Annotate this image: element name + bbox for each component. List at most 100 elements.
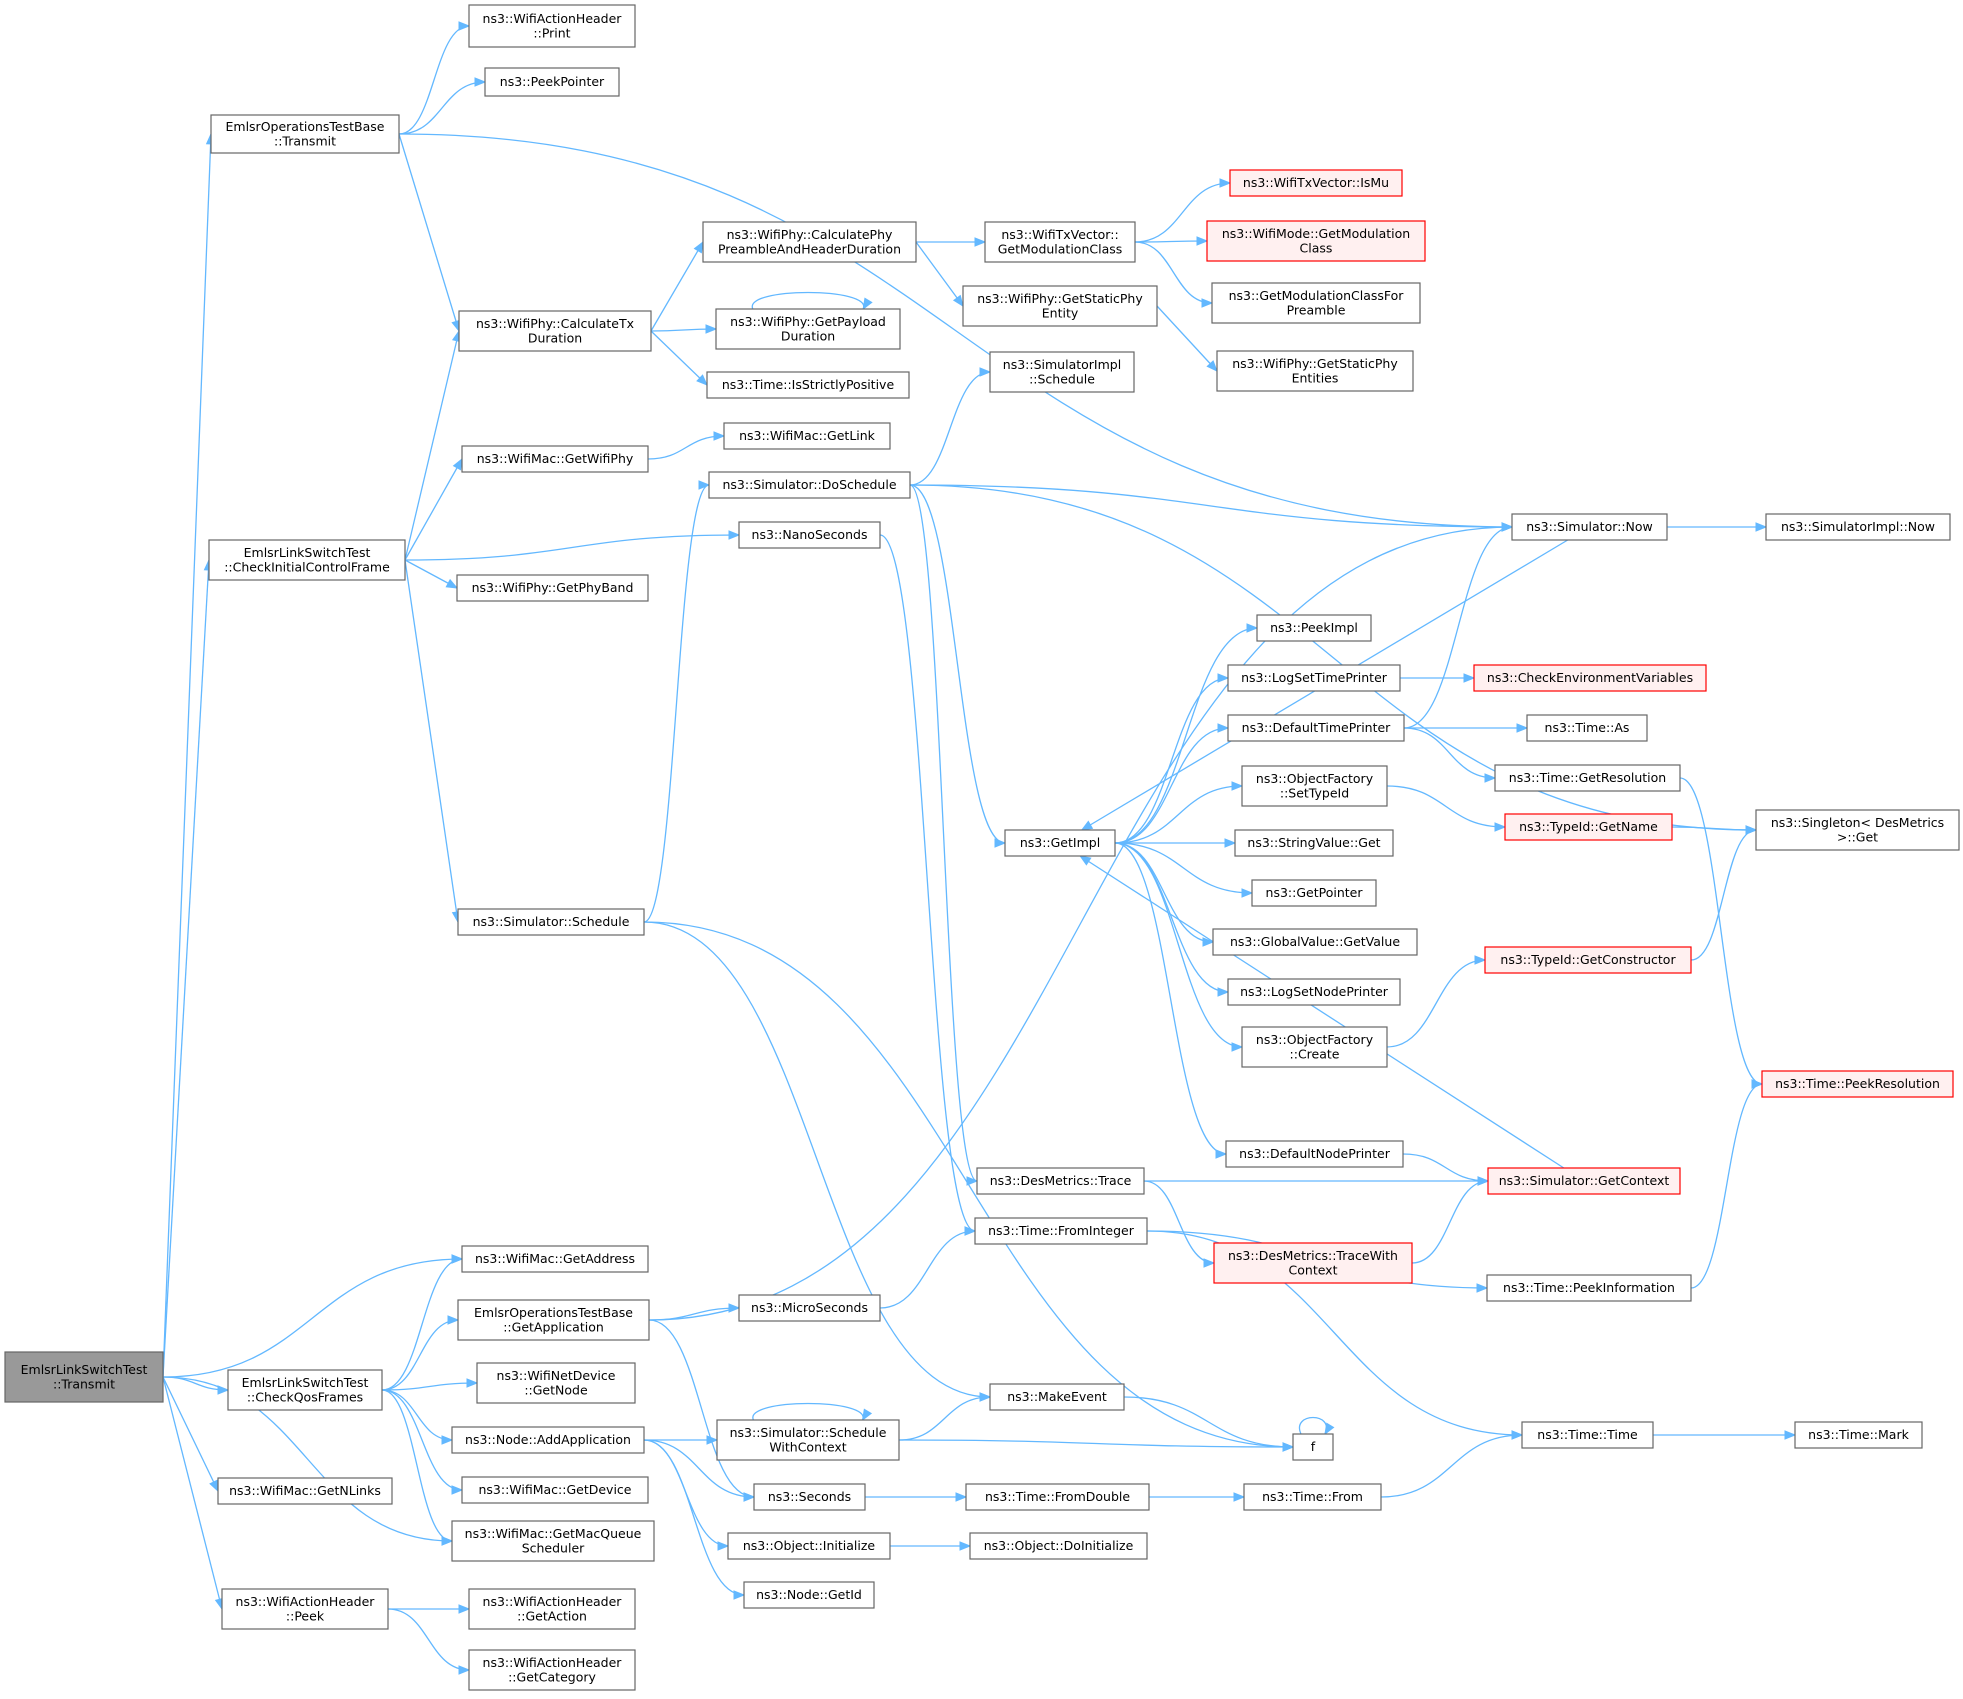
node-object-initialize[interactable]: ns3::Object::Initialize bbox=[727, 1532, 891, 1560]
node-root[interactable]: EmlsrLinkSwitchTest::Transmit bbox=[4, 1351, 164, 1403]
node-box bbox=[976, 1167, 1145, 1195]
node-sim-doschedule[interactable]: ns3::Simulator::DoSchedule bbox=[708, 471, 911, 499]
node-label-line: ns3::Simulator::Now bbox=[1526, 519, 1653, 534]
node-label-line: ns3::Time::PeekResolution bbox=[1775, 1076, 1940, 1091]
edge-arrowhead bbox=[1745, 825, 1758, 835]
edge-arrowhead bbox=[1501, 522, 1514, 532]
node-netdevice-getnode[interactable]: ns3::WifiNetDevice::GetNode bbox=[476, 1362, 636, 1404]
node-time-mark[interactable]: ns3::Time::Mark bbox=[1794, 1421, 1923, 1449]
node-sim-now[interactable]: ns3::Simulator::Now bbox=[1511, 513, 1668, 541]
node-typeid-getname[interactable]: ns3::TypeId::GetName bbox=[1504, 813, 1673, 841]
node-peekimpl[interactable]: ns3::PeekImpl bbox=[1256, 614, 1372, 642]
node-mac-getlink[interactable]: ns3::WifiMac::GetLink bbox=[723, 422, 891, 450]
node-time-as[interactable]: ns3::Time::As bbox=[1526, 714, 1648, 742]
node-check-env[interactable]: ns3::CheckEnvironmentVariables bbox=[1473, 664, 1707, 692]
node-box bbox=[1494, 764, 1681, 792]
node-getpointer[interactable]: ns3::GetPointer bbox=[1251, 879, 1377, 907]
node-desmetrics-trace[interactable]: ns3::DesMetrics::Trace bbox=[976, 1167, 1145, 1195]
node-stringvalue-get[interactable]: ns3::StringValue::Get bbox=[1234, 829, 1394, 857]
node-label-line: ns3::Seconds bbox=[768, 1489, 851, 1504]
node-typeid-getconstructor[interactable]: ns3::TypeId::GetConstructor bbox=[1484, 946, 1692, 974]
node-peekpointer[interactable]: ns3::PeekPointer bbox=[484, 67, 620, 97]
node-sim-getcontext[interactable]: ns3::Simulator::GetContext bbox=[1487, 1167, 1681, 1195]
node-check-qos[interactable]: EmlsrLinkSwitchTest::CheckQosFrames bbox=[227, 1369, 383, 1411]
node-box bbox=[984, 221, 1136, 263]
node-txv-getmodclass[interactable]: ns3::WifiTxVector::GetModulationClass bbox=[984, 221, 1136, 263]
node-default-node-printer[interactable]: ns3::DefaultNodePrinter bbox=[1225, 1140, 1404, 1168]
edge-arrowhead bbox=[1231, 1042, 1244, 1052]
node-label-line: EmlsrOperationsTestBase bbox=[474, 1305, 633, 1320]
node-time-fromdouble[interactable]: ns3::Time::FromDouble bbox=[965, 1483, 1150, 1511]
edge-sim_schedule-to-f bbox=[643, 921, 1295, 1452]
node-object-doinitialize[interactable]: ns3::Object::DoInitialize bbox=[969, 1532, 1148, 1560]
node-default-time-printer[interactable]: ns3::DefaultTimePrinter bbox=[1227, 714, 1405, 742]
node-wah-peek[interactable]: ns3::WifiActionHeader::Peek bbox=[221, 1588, 389, 1630]
node-makeevent[interactable]: ns3::MakeEvent bbox=[989, 1383, 1125, 1411]
node-label-line: ::Transmit bbox=[274, 133, 336, 148]
node-wah-print[interactable]: ns3::WifiActionHeader::Print bbox=[468, 4, 636, 48]
node-mac-getnlinks[interactable]: ns3::WifiMac::GetNLinks bbox=[217, 1477, 393, 1505]
node-singleton-get[interactable]: ns3::Singleton< DesMetrics>::Get bbox=[1755, 809, 1960, 851]
node-of-create[interactable]: ns3::ObjectFactory::Create bbox=[1241, 1026, 1388, 1068]
edge-line bbox=[381, 1319, 459, 1391]
node-time-peekresolution[interactable]: ns3::Time::PeekResolution bbox=[1761, 1070, 1954, 1098]
node-globalvalue-getvalue[interactable]: ns3::GlobalValue::GetValue bbox=[1212, 928, 1418, 956]
node-microseconds[interactable]: ns3::MicroSeconds bbox=[738, 1294, 881, 1322]
node-mode-getmodclass[interactable]: ns3::WifiMode::GetModulationClass bbox=[1206, 220, 1426, 262]
node-eotb-getapplication[interactable]: EmlsrOperationsTestBase::GetApplication bbox=[457, 1299, 650, 1341]
node-simimpl-now[interactable]: ns3::SimulatorImpl::Now bbox=[1765, 513, 1951, 541]
node-eotb-transmit[interactable]: EmlsrOperationsTestBase::Transmit bbox=[210, 114, 400, 154]
edge-line bbox=[162, 1376, 453, 1542]
node-node-addapplication[interactable]: ns3::Node::AddApplication bbox=[451, 1426, 645, 1454]
node-mac-getwifiphy[interactable]: ns3::WifiMac::GetWifiPhy bbox=[461, 445, 649, 473]
node-node-getid[interactable]: ns3::Node::GetId bbox=[743, 1581, 875, 1609]
node-txv-ismu[interactable]: ns3::WifiTxVector::IsMu bbox=[1229, 169, 1403, 197]
node-f[interactable]: f bbox=[1292, 1433, 1334, 1461]
node-label-line: ns3::MicroSeconds bbox=[751, 1300, 868, 1315]
edge-line bbox=[381, 1382, 478, 1391]
node-logsetnodeprinter[interactable]: ns3::LogSetNodePrinter bbox=[1227, 978, 1401, 1006]
node-getphyband[interactable]: ns3::WifiPhy::GetPhyBand bbox=[456, 574, 649, 602]
node-logsettimeprinter[interactable]: ns3::LogSetTimePrinter bbox=[1227, 664, 1401, 692]
node-wah-getaction[interactable]: ns3::WifiActionHeader::GetAction bbox=[468, 1588, 636, 1630]
node-wah-getcategory[interactable]: ns3::WifiActionHeader::GetCategory bbox=[468, 1649, 636, 1691]
node-time-peekinformation[interactable]: ns3::Time::PeekInformation bbox=[1486, 1274, 1692, 1302]
edge-eotb_transmit-to-wah_print bbox=[398, 21, 471, 135]
node-calc-preamble[interactable]: ns3::WifiPhy::CalculatePhyPreambleAndHea… bbox=[702, 221, 917, 263]
node-is-strictly-positive[interactable]: ns3::Time::IsStrictlyPositive bbox=[706, 371, 910, 399]
edge-seconds-to-time_fromdouble bbox=[865, 1492, 968, 1502]
node-seconds[interactable]: ns3::Seconds bbox=[753, 1483, 866, 1511]
node-box bbox=[1484, 946, 1692, 974]
node-time-time[interactable]: ns3::Time::Time bbox=[1521, 1421, 1654, 1449]
edge-arrowhead bbox=[705, 324, 718, 334]
node-box bbox=[468, 1649, 636, 1691]
node-check-initial[interactable]: EmlsrLinkSwitchTest::CheckInitialControl… bbox=[208, 539, 406, 581]
edge-line bbox=[1679, 777, 1763, 1085]
edge-line bbox=[1146, 1230, 1523, 1436]
edge-line bbox=[381, 1389, 453, 1441]
node-simimpl-schedule[interactable]: ns3::SimulatorImpl::Schedule bbox=[989, 351, 1135, 393]
node-time-getresolution[interactable]: ns3::Time::GetResolution bbox=[1494, 764, 1681, 792]
node-label-line: ns3::LogSetTimePrinter bbox=[1241, 670, 1388, 685]
edge-logsettimeprinter-to-check_env bbox=[1400, 673, 1476, 683]
node-box bbox=[738, 1294, 881, 1322]
node-mac-getaddress[interactable]: ns3::WifiMac::GetAddress bbox=[461, 1245, 649, 1273]
node-time-frominteger[interactable]: ns3::Time::FromInteger bbox=[974, 1217, 1148, 1245]
node-mac-getdevice[interactable]: ns3::WifiMac::GetDevice bbox=[461, 1476, 649, 1504]
node-time-from[interactable]: ns3::Time::From bbox=[1243, 1483, 1382, 1511]
node-sim-schedule[interactable]: ns3::Simulator::Schedule bbox=[457, 908, 645, 936]
node-getimpl[interactable]: ns3::GetImpl bbox=[1004, 829, 1116, 857]
edge-arrowhead bbox=[698, 480, 711, 490]
node-label-line: ns3::ObjectFactory bbox=[1256, 771, 1374, 786]
node-of-settypeid[interactable]: ns3::ObjectFactory::SetTypeId bbox=[1241, 765, 1388, 807]
node-nanoseconds[interactable]: ns3::NanoSeconds bbox=[738, 521, 881, 549]
node-label-line: ns3::GetPointer bbox=[1266, 885, 1364, 900]
